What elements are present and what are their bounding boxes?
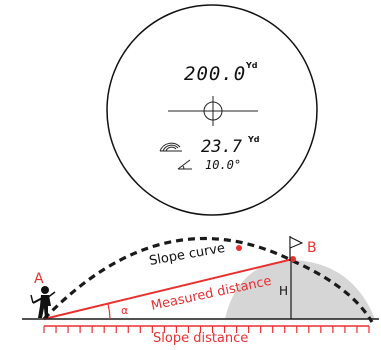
point-a-label: A bbox=[34, 271, 44, 287]
ruler-ticks bbox=[43, 326, 370, 333]
angle-label: α bbox=[121, 304, 128, 317]
slope-distance-ruler bbox=[43, 325, 370, 333]
height-label: H bbox=[279, 284, 288, 298]
angle-value: 10.0° bbox=[205, 158, 241, 172]
point-b-label: B bbox=[307, 240, 317, 256]
slope-mode-icon bbox=[159, 142, 182, 152]
angle-icon bbox=[177, 159, 192, 170]
secondary-distance-value: 23.7 bbox=[201, 137, 243, 157]
hill bbox=[225, 260, 375, 319]
slope-curve-label: Slope curve bbox=[148, 241, 226, 269]
golfer-icon bbox=[30, 286, 56, 318]
slope-curve-path bbox=[42, 236, 374, 323]
secondary-distance-unit: Yd bbox=[247, 135, 260, 144]
primary-distance-unit: Yd bbox=[245, 61, 258, 70]
viewfinder-ring bbox=[106, 4, 318, 216]
primary-distance-value: 200.0 bbox=[184, 63, 246, 85]
terrain-diagram: A B Slope curve Measured distance H α Sl… bbox=[22, 236, 379, 346]
angle-arc bbox=[107, 303, 111, 320]
curve-apex-point bbox=[236, 245, 242, 251]
slope-distance-label: Slope distance bbox=[153, 331, 248, 345]
measured-distance-line bbox=[43, 258, 294, 320]
flag-icon bbox=[289, 236, 304, 261]
viewfinder: 200.0 Yd 23.7 Yd 10.0° bbox=[106, 4, 318, 216]
crosshair-icon bbox=[168, 96, 258, 126]
point-b-dot bbox=[290, 256, 296, 262]
